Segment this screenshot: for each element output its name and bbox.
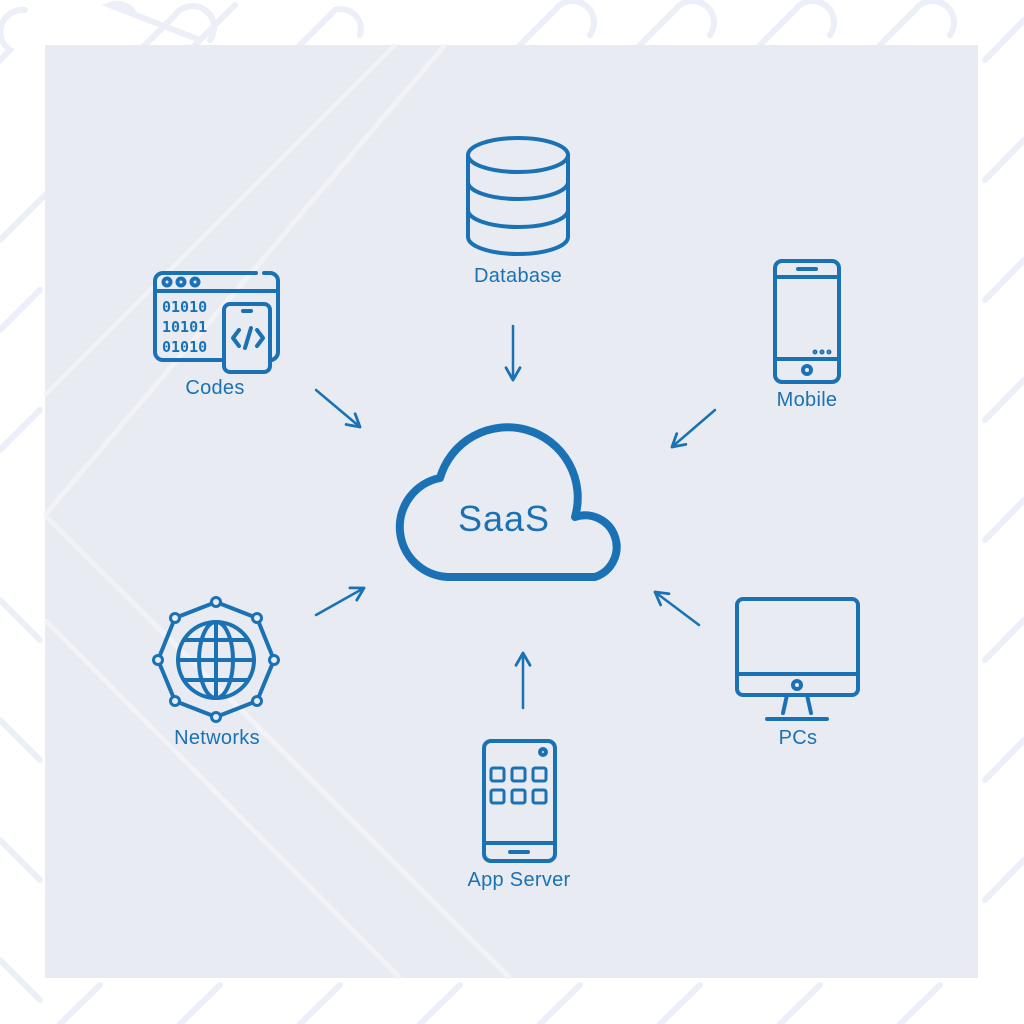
globe-network-icon bbox=[152, 596, 280, 723]
binary-line: 10101 bbox=[162, 318, 207, 336]
center-label-saas: SaaS bbox=[457, 498, 551, 539]
arrow-pcs bbox=[653, 590, 701, 627]
node-label-codes: Codes bbox=[185, 377, 245, 399]
arrow-networks bbox=[314, 586, 366, 617]
app-tablet-icon bbox=[482, 739, 557, 863]
smartphone-icon bbox=[773, 259, 841, 384]
connector-arrows bbox=[314, 324, 717, 710]
node-label-networks: Networks bbox=[174, 727, 260, 749]
arrow-codes bbox=[314, 388, 362, 429]
arrow-mobile bbox=[670, 408, 717, 449]
database-icon bbox=[466, 136, 570, 256]
panel-stripes bbox=[43, 43, 512, 980]
node-label-mobile: Mobile bbox=[776, 389, 838, 411]
node-label-pcs: PCs bbox=[778, 727, 818, 749]
monitor-icon bbox=[735, 597, 860, 721]
node-label-database: Database bbox=[473, 265, 563, 287]
node-label-app-server: App Server bbox=[467, 869, 571, 891]
binary-line: 01010 bbox=[162, 298, 207, 316]
cloud-icon bbox=[395, 423, 621, 581]
binary-line: 01010 bbox=[162, 338, 207, 356]
code-window-icon bbox=[153, 271, 280, 374]
